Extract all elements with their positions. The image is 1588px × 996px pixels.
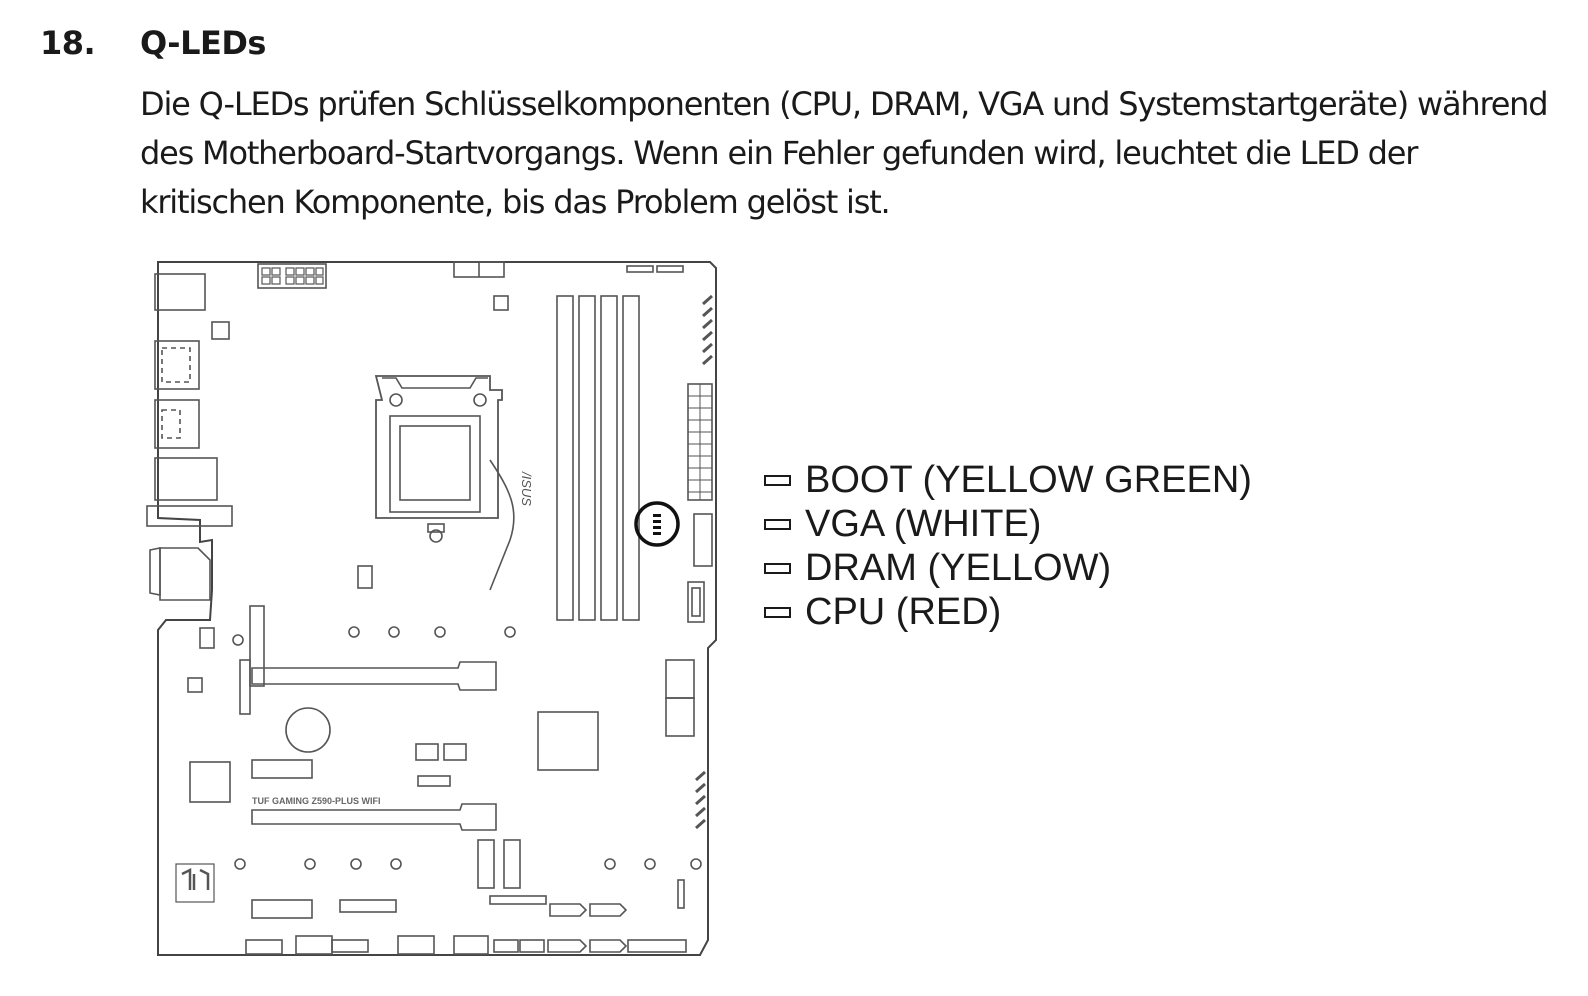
legend-label: CPU (RED) (805, 591, 1002, 633)
dimm-slot (556, 295, 574, 621)
section-number: 18. (40, 24, 96, 62)
led-indicator-icon (764, 518, 791, 530)
paragraph-line: des Motherboard-Startvorgangs. Wenn ein … (140, 134, 1418, 172)
cpu-power-connector (257, 263, 327, 289)
pcie-slot (251, 803, 497, 831)
board-outline (157, 261, 717, 956)
legend-label: DRAM (YELLOW) (805, 547, 1112, 589)
legend-item-dram: DRAM (YELLOW) (764, 546, 1252, 590)
io-port (154, 340, 200, 390)
io-port (146, 505, 233, 527)
legend-item-vga: VGA (WHITE) (764, 502, 1252, 546)
dimm-slot (622, 295, 640, 621)
cpu-socket (374, 375, 503, 519)
model-label: TUF GAMING Z590-PLUS WIFI (252, 796, 381, 806)
q-led-highlight (634, 501, 680, 547)
legend-label: BOOT (YELLOW GREEN) (805, 459, 1252, 501)
motherboard-diagram: /ISUS TUF GAMING Z590- (146, 261, 717, 956)
led-indicator-icon (764, 474, 791, 486)
legend-label: VGA (WHITE) (805, 503, 1042, 545)
dimm-slot (578, 295, 596, 621)
pcie-slot (251, 661, 497, 691)
led-indicator-icon (764, 606, 791, 618)
brand-label: /ISUS (519, 471, 534, 506)
section-title: Q-LEDs (140, 24, 266, 62)
section-paragraph: Die Q-LEDs prüfen Schlüsselkomponenten (… (140, 80, 1560, 227)
led-indicator-icon (764, 562, 791, 574)
legend-item-cpu: CPU (RED) (764, 590, 1252, 634)
q-led-legend: BOOT (YELLOW GREEN) VGA (WHITE) DRAM (YE… (764, 458, 1252, 634)
legend-item-boot: BOOT (YELLOW GREEN) (764, 458, 1252, 502)
io-port (154, 273, 206, 311)
io-port (154, 399, 200, 449)
paragraph-line: kritischen Komponente, bis das Problem g… (140, 183, 891, 221)
paragraph-line: Die Q-LEDs prüfen Schlüsselkomponenten (… (140, 85, 1549, 123)
io-port (154, 457, 218, 501)
dimm-slot (600, 295, 618, 621)
